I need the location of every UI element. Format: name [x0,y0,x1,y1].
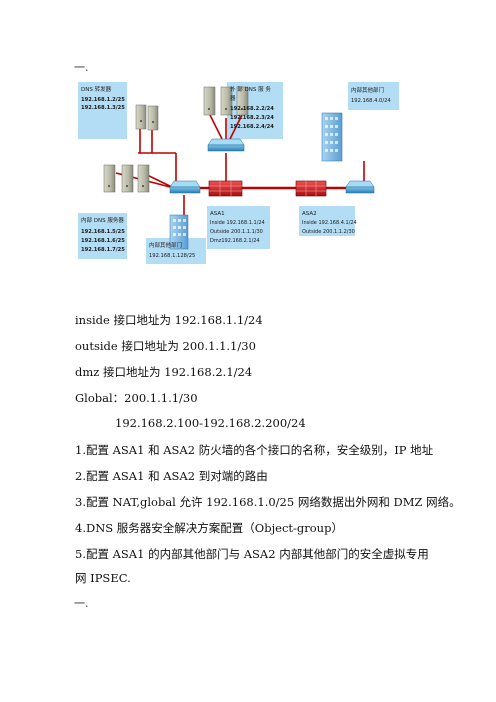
label-box-dns-forward [78,82,127,139]
network-topology-diagram: DNS 转发器 192.168.1.2/25 192.168.1.3/25 外 … [78,82,399,264]
link-line [229,114,243,140]
link-line [209,114,223,140]
label-box-ext-dns [227,82,283,139]
firewall-asa2-icon [295,180,327,197]
asa1-line: Inside 192.168.1.1/24 [210,220,265,226]
text-line: inside 接口地址为 192.168.1.1/24 [75,313,263,327]
asa1-line: Dmz192.168.2.1/24 [210,238,260,244]
text-line: dmz 接口地址为 192.168.2.1/24 [75,365,253,379]
asa1-line: Outside 200.1.1.1/30 [210,229,263,235]
server-icon [135,104,159,131]
ext-dns-title: 器 [230,95,236,102]
internal-other-bottom-title: 内部其他部门 [149,241,182,249]
label-box-asa2 [299,206,355,236]
asa2-title: ASA2 [302,211,317,217]
asa2-line: Inside 192.168.4.1/24 [302,220,357,226]
label-box-asa1 [207,206,270,249]
text-line: 4.DNS 服务器安全解决方案配置（Object-group） [75,521,343,535]
switch-icon [169,180,201,194]
dns-forward-ip: 192.168.1.3/25 [81,105,125,111]
internal-other-top-title: 内部其他部门 [351,86,384,94]
ext-dns-ip: 192.168.2.4/24 [230,124,274,130]
text-line: 网 IPSEC. [75,571,131,585]
internal-other-bottom-ip: 192.168.1.128/25 [149,253,195,259]
text-line: 192.168.2.100-192.168.2.200/24 [115,416,306,430]
server-icon [103,164,150,193]
internal-dns-title: 内部 DNS 服务器 [81,216,124,224]
text-line: 5.配置 ASA1 的内部其他部门与 ASA2 内部其他部门的安全虚拟专用 [75,547,429,561]
text-line: Global：200.1.1.1/30 [75,391,198,405]
dns-forward-title: DNS 转发器 [81,85,112,93]
label-box-internal-dns [78,213,127,259]
internal-dns-ip: 192.168.1.7/25 [81,247,125,253]
dns-forward-ip: 192.168.1.2/25 [81,97,125,103]
internal-other-top-ip: 192.168.4.0/24 [351,98,391,104]
ext-dns-ip: 192.168.2.3/24 [230,115,274,121]
internal-dns-ip: 192.168.1.5/25 [81,229,125,235]
building-icon [169,214,189,250]
ext-dns-ip: 192.168.2.2/24 [230,106,274,112]
server-icon [203,86,249,116]
asa1-title: ASA1 [210,211,225,217]
section-heading-top: 一. [74,61,89,74]
firewall-asa1-icon [208,180,243,197]
text-line: 3.配置 NAT,global 允许 192.168.1.0/25 网络数据出外… [75,495,461,509]
text-line: outside 接口地址为 200.1.1.1/30 [75,339,256,353]
label-box-internal-other-top [348,82,399,110]
section-heading-bottom: 一. [74,597,89,610]
ext-dns-title: 外 部 DNS 服 务 [230,85,271,93]
switch-icon [207,138,245,152]
internal-dns-ip: 192.168.1.6/25 [81,238,125,244]
text-line: 2.配置 ASA1 和 ASA2 到对端的路由 [75,469,268,483]
asa2-line: Outside 200.1.1.2/30 [302,229,355,235]
text-line: 1.配置 ASA1 和 ASA2 防火墙的各个接口的名称，安全级别，IP 地址 [75,443,434,457]
switch-icon [345,180,375,194]
building-icon [321,112,343,162]
